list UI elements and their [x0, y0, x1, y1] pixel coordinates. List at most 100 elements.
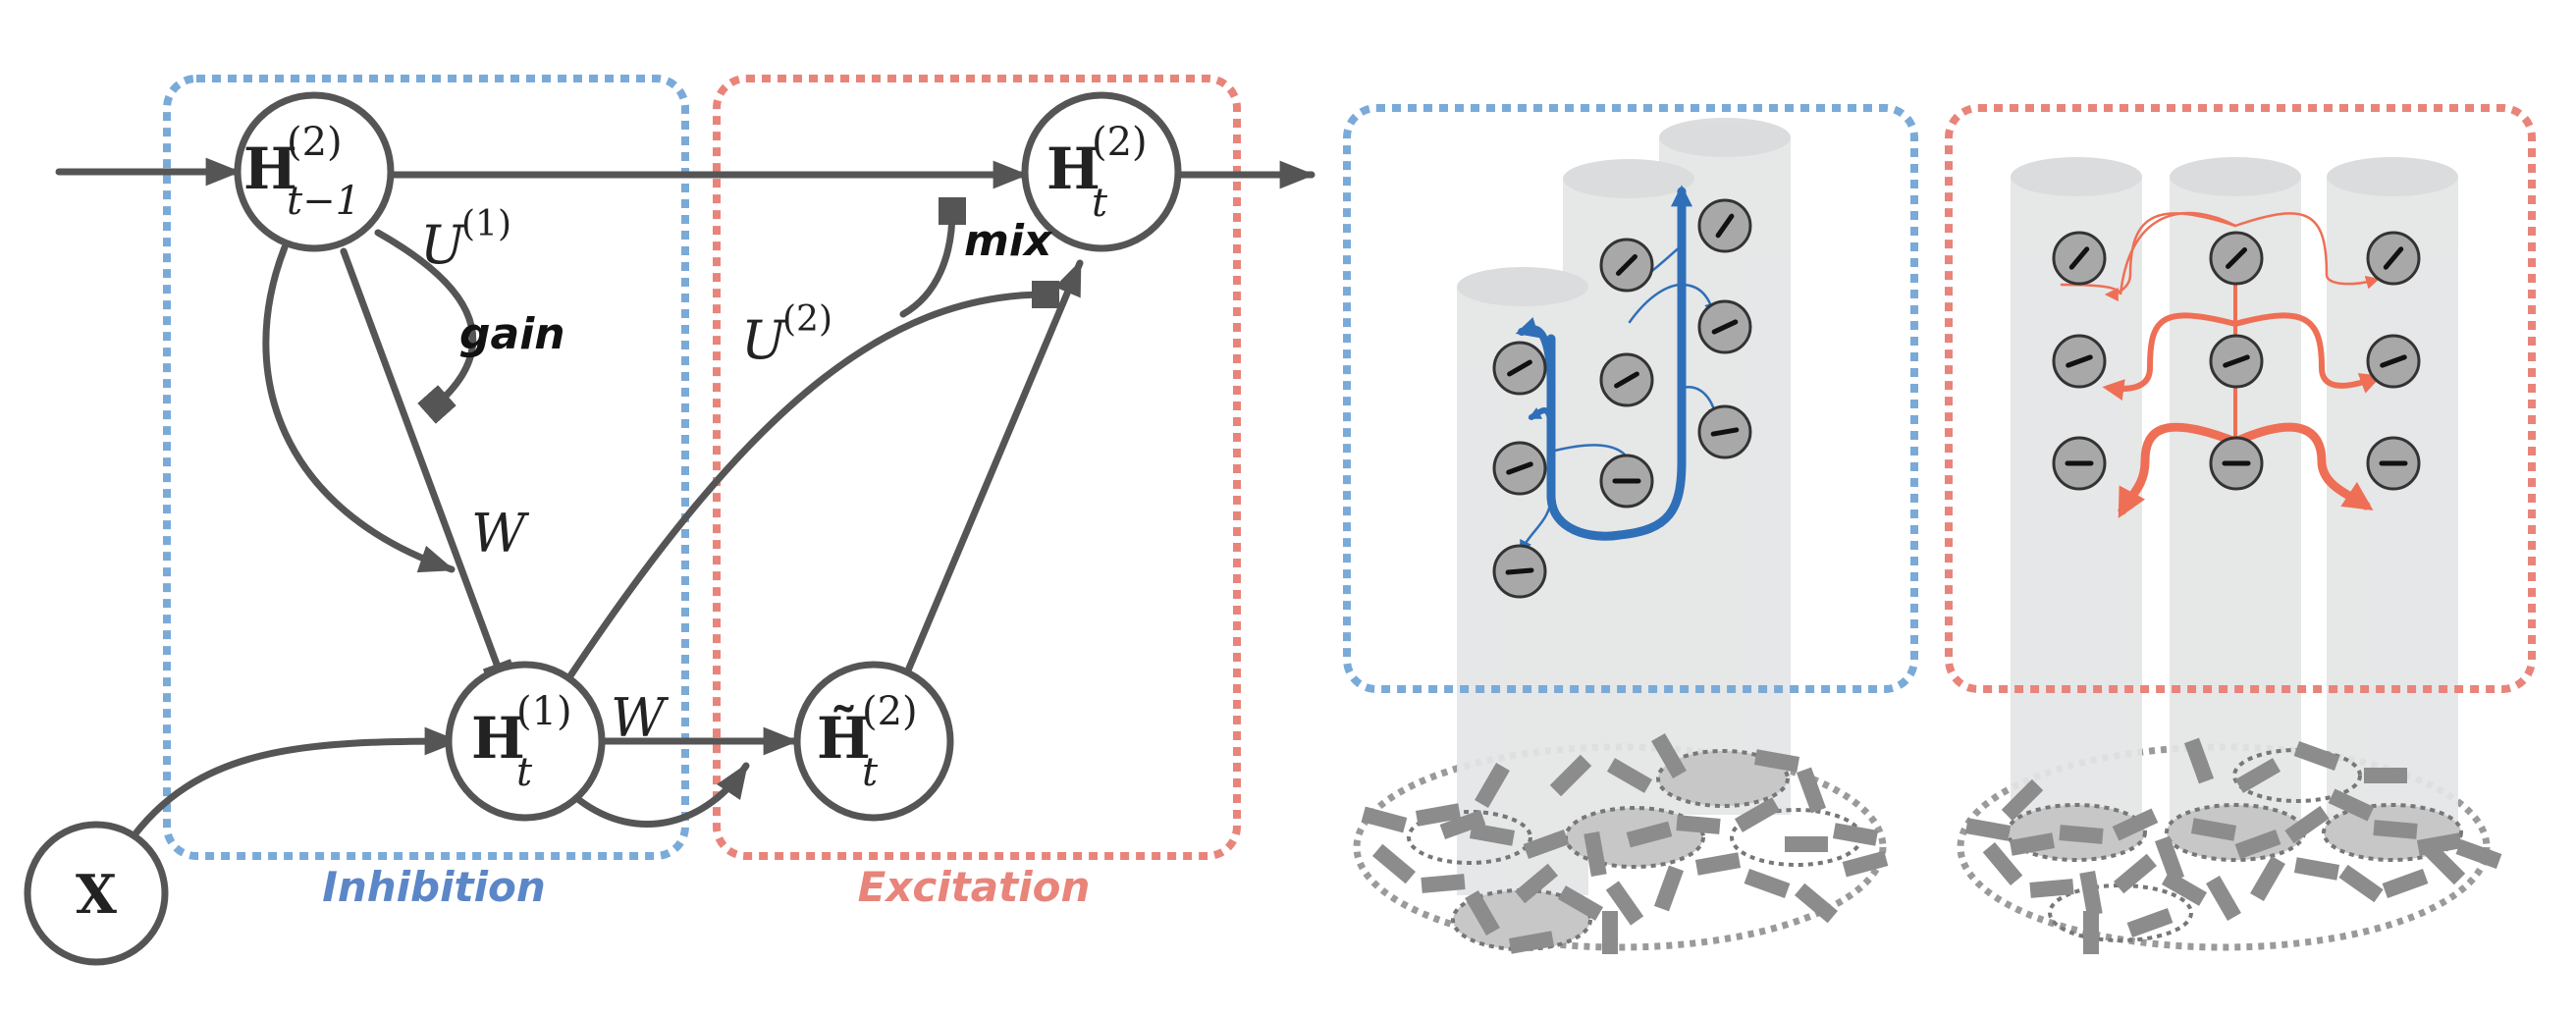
orientation-bar: [2373, 820, 2418, 839]
orientation-bar: [2079, 870, 2103, 917]
h-prev-to-h1-edge: [340, 247, 515, 680]
red-mid-right: [2232, 312, 2383, 394]
orientation-bar: [2154, 835, 2185, 883]
orientation-bar: [2029, 879, 2074, 898]
excitation-neuron: [2366, 436, 2421, 491]
orientation-bar: [1753, 749, 1800, 773]
blue-thin-5: [1520, 494, 1553, 554]
orientation-bar: [2161, 871, 2208, 906]
orientation-bar: [1602, 911, 1618, 954]
orientation-bar: [2293, 857, 2340, 881]
orientation-bar: [1361, 806, 1408, 833]
inhibition-columns-panel: [1343, 104, 1918, 954]
excitation-label: Excitation: [858, 863, 1091, 911]
graph-panel: H (2) t−1 H (2) t H (1) t H̃ (2) t X U (…: [24, 75, 1315, 966]
u2-base: U: [741, 309, 787, 371]
orientation-bar: [1421, 874, 1466, 893]
excitation-columns-panel: [1945, 104, 2536, 954]
blue-thin-1: [1628, 283, 1684, 324]
red-thin-flow: [2060, 211, 2237, 295]
inhibition-label: Inhibition: [322, 863, 546, 911]
blue-branch-mid: [1528, 407, 1554, 440]
inhibition-neuron: [1492, 441, 1547, 496]
excitation-neuron: [2209, 231, 2264, 286]
blue-branch-left: [1515, 317, 1555, 401]
inhibition-neurons: [1492, 198, 1752, 599]
node-h-prev: H (2) t−1: [234, 91, 395, 252]
u2-edge: [565, 280, 1060, 681]
orientation-bar: [1583, 830, 1607, 878]
orientation-bar: [1651, 732, 1687, 779]
orientation-bar: [2382, 868, 2429, 899]
htilde-to-hout-edge: [904, 259, 1084, 674]
orientation-bar: [2293, 740, 2340, 772]
excitation-neuron: [2209, 334, 2264, 389]
orientation-bar: [1515, 863, 1558, 904]
orientation-bar: [1523, 829, 1570, 860]
excitation-neuron: [2052, 334, 2107, 389]
h-tilde-sub: t: [862, 750, 879, 795]
inhibition-neuron: [1599, 238, 1654, 293]
orientation-bar: [1676, 815, 1721, 834]
orientation-bar: [1372, 843, 1416, 884]
mix-label: mix: [964, 216, 1053, 266]
inhibition-neuron: [1697, 299, 1752, 354]
orientation-bar: [2234, 829, 2281, 860]
excitation-neuron: [2366, 231, 2421, 286]
orientation-bar: [2328, 788, 2375, 822]
h-out-base: H: [1046, 135, 1100, 202]
excitation-panel-frame: [1945, 104, 2536, 693]
orientation-bar: [2114, 853, 2157, 894]
excitation-neuron: [2052, 436, 2107, 491]
orientation-bar: [1606, 758, 1653, 793]
orientation-bar: [2234, 758, 2281, 793]
h1-sub: t: [516, 750, 533, 795]
excitation-neuron: [2366, 334, 2421, 389]
orientation-bar: [1557, 885, 1604, 921]
h-prev-sup: (2): [287, 120, 343, 165]
orientation-bar: [1982, 842, 2023, 885]
red-mid-left: [2102, 312, 2238, 401]
orientation-bar: [1475, 762, 1510, 809]
h1-sup: (1): [516, 689, 572, 734]
orientation-bar: [2250, 855, 2285, 902]
node-h-out: H (2) t: [1021, 91, 1182, 252]
orientation-bar: [1832, 823, 1879, 846]
u1-base: U: [420, 214, 466, 276]
inhibition-neuron: [1492, 341, 1547, 396]
orientation-bar: [2423, 842, 2466, 885]
excitation-neurons: [2052, 231, 2421, 491]
orientation-bar: [1626, 821, 1673, 848]
orientation-bar: [1469, 823, 1516, 846]
h-prev-sub: t−1: [287, 179, 360, 224]
orientation-bar: [2206, 875, 2241, 922]
excitation-orientation-bars: [1964, 737, 2502, 954]
orientation-bar: [2338, 864, 2384, 903]
w-left-label: W: [471, 503, 530, 564]
orientation-bar: [1415, 803, 1462, 827]
inhibition-neuron: [1697, 404, 1752, 459]
red-main-right: [2230, 422, 2374, 510]
red-thin-right: [2233, 212, 2381, 290]
inhibition-neuron: [1492, 544, 1547, 599]
excitation-neuron: [2052, 231, 2107, 286]
h1-base: H: [471, 705, 525, 772]
inhibition-flows: [1515, 185, 1721, 554]
node-h-tilde: H̃ (2) t: [793, 661, 954, 822]
orientation-bar: [2059, 825, 2104, 844]
orientation-bar: [1785, 836, 1828, 852]
excitation-cylinders: [2011, 157, 2458, 825]
w-bottom-label: W: [611, 687, 670, 749]
x-label: X: [76, 863, 117, 926]
inhibition-neuron: [1599, 454, 1654, 508]
excitation-neuron: [2209, 436, 2264, 491]
orientation-bar: [1694, 852, 1742, 876]
orientation-bar: [1605, 881, 1644, 926]
orientation-bar: [2001, 778, 2044, 822]
node-h1: H (1) t: [445, 661, 606, 822]
excitation-region: [713, 75, 1241, 860]
inhibition-neuron: [1697, 198, 1752, 253]
h-out-sub: t: [1092, 181, 1108, 226]
